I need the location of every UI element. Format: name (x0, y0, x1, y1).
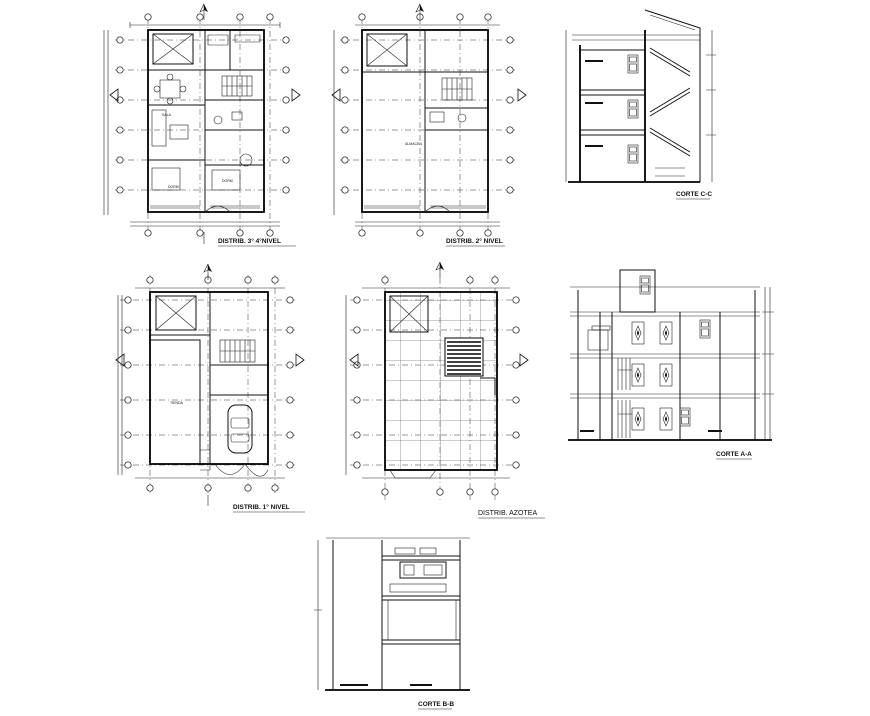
section-b-b: CORTE B-B (314, 537, 470, 710)
stair-icon (444, 337, 484, 377)
plan-azotea: DISTRIB. AZOTEA (345, 261, 545, 519)
stair-icon (221, 75, 253, 97)
car-icon (227, 404, 253, 454)
plan-2-nivel: DISTRIB. 2° NIVEL ALMACEN (331, 3, 527, 247)
section-c-c-title: CORTE C-C (676, 191, 712, 198)
svg-text:ALMACEN: ALMACEN (405, 142, 422, 146)
plan-1-title: DISTRIB. 1° NIVEL (233, 503, 290, 511)
svg-text:DORM.: DORM. (222, 179, 234, 183)
svg-text:TIENDA: TIENDA (170, 401, 184, 405)
plan-2-title: DISTRIB. 2° NIVEL (446, 237, 503, 245)
stair-icon (649, 47, 691, 157)
north-arrow-icon (199, 3, 208, 20)
svg-text:SALA: SALA (162, 113, 172, 117)
plan-3-4-nivel: DISTRIB. 3° 4°NIVEL DORM. DORM. SALA (103, 3, 301, 247)
section-a-a-title: CORTE A-A (716, 451, 752, 458)
plan-1-nivel: DISTRIB. 1° NIVEL TIENDA (115, 263, 305, 513)
plan-azotea-title: DISTRIB. AZOTEA (478, 510, 537, 517)
plan-3-4-title: DISTRIB. 3° 4°NIVEL (218, 237, 281, 245)
section-c-c: CORTE C-C (565, 9, 716, 200)
stair-icon (617, 358, 632, 438)
svg-text:DORM.: DORM. (168, 185, 180, 189)
section-a-a: CORTE A-A (568, 269, 774, 460)
section-b-b-title: CORTE B-B (418, 701, 454, 708)
